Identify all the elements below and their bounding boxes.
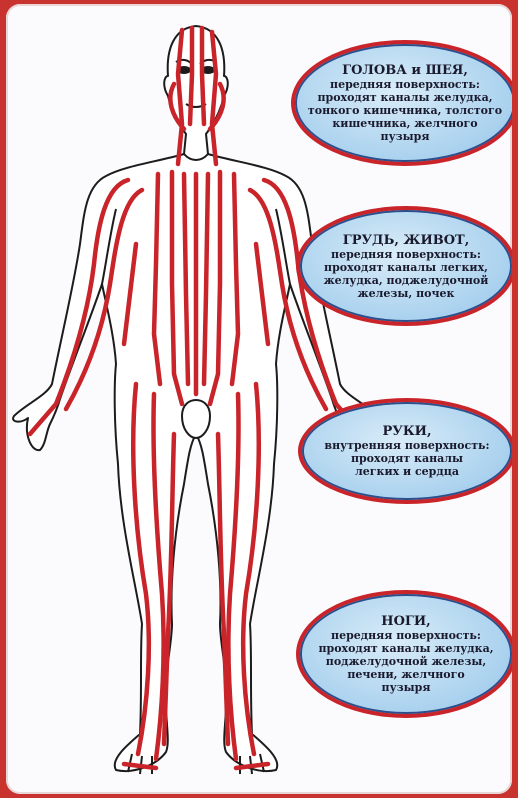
callout-head-title: ГОЛОВА и ШЕЯ,	[342, 63, 468, 78]
callout-chest-line: проходят каналы легких,	[324, 261, 488, 274]
callout-legs-line: передняя поверхность:	[331, 629, 481, 642]
callout-legs-line: поджелудочной железы,	[326, 655, 486, 668]
callout-chest-title: ГРУДЬ, ЖИВОТ,	[343, 233, 470, 248]
callout-legs-title: НОГИ,	[381, 614, 430, 629]
callout-legs-line: пузыря	[382, 681, 431, 694]
callout-arms-line: легких и сердца	[355, 465, 459, 478]
callout-legs-line: проходят каналы желудка,	[318, 642, 493, 655]
callout-head-line: передняя поверхность:	[330, 78, 480, 91]
callout-chest-line: передняя поверхность:	[331, 248, 481, 261]
callout-chest-line: желудка, поджелудочной	[324, 274, 489, 287]
diagram-card: ГОЛОВА и ШЕЯ, передняя поверхность: прох…	[6, 4, 512, 794]
callout-arms-line: проходят каналы	[351, 452, 463, 465]
callout-head-line: тонкого кишечника, толстого	[308, 104, 502, 117]
callout-head-line: пузыря	[381, 130, 430, 143]
callout-legs: НОГИ, передняя поверхность: проходят кан…	[296, 590, 512, 718]
callout-arms-title: РУКИ,	[383, 424, 432, 439]
callout-chest: ГРУДЬ, ЖИВОТ, передняя поверхность: прох…	[296, 206, 512, 326]
callout-head-line: проходят каналы желудка,	[317, 91, 492, 104]
callout-arms-line: внутренняя поверхность:	[324, 439, 489, 452]
callout-chest-line: железы, почек	[358, 287, 455, 300]
callout-legs-line: печени, желчного	[347, 668, 464, 681]
callout-head-line: кишечника, желчного	[332, 117, 477, 130]
callout-arms: РУКИ, внутренняя поверхность: проходят к…	[298, 398, 512, 504]
callout-head: ГОЛОВА и ШЕЯ, передняя поверхность: прох…	[291, 40, 512, 166]
